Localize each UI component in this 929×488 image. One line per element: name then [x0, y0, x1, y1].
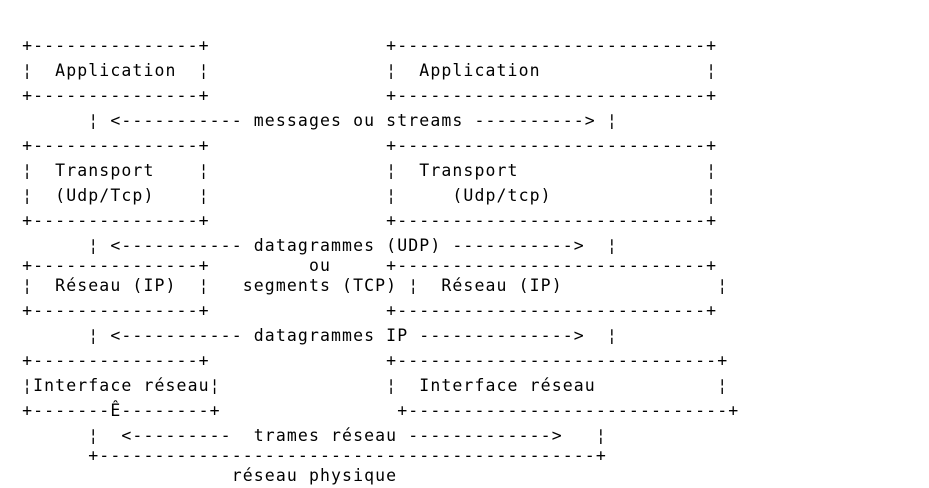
diagram-line-physical-network-border: +---------------------------------------…: [0, 445, 607, 465]
diagram-line-bottom-border-transport: +---------------+ +---------------------…: [0, 210, 718, 230]
diagram-line-bottom-border-application: +---------------+ +---------------------…: [0, 85, 718, 105]
diagram-line-flow-messages-ou-streams: ¦ <----------- messages ou streams -----…: [0, 110, 618, 130]
diagram-line-top-border-reseau: +---------------+ ou +------------------…: [0, 255, 718, 275]
diagram-line-top-border-application: +---------------+ +---------------------…: [0, 35, 718, 55]
diagram-line-transport-labels: ¦ Transport ¦ ¦ Transport ¦: [0, 160, 718, 180]
diagram-line-interface-labels: ¦Interface réseau¦ ¦ Interface réseau ¦: [0, 375, 729, 395]
diagram-line-bottom-border-interface: +-------Ê--------+ +--------------------…: [0, 400, 740, 420]
diagram-line-flow-datagrammes-ip: ¦ <----------- datagrammes IP ----------…: [0, 325, 618, 345]
diagram-line-top-border-transport: +---------------+ +---------------------…: [0, 135, 718, 155]
diagram-line-transport-sublabels: ¦ (Udp/Tcp) ¦ ¦ (Udp/tcp) ¦: [0, 185, 718, 205]
diagram-line-flow-datagrammes-udp: ¦ <----------- datagrammes (UDP) -------…: [0, 235, 618, 255]
diagram-line-top-border-interface: +---------------+ +---------------------…: [0, 350, 729, 370]
diagram-line-bottom-border-reseau: +---------------+ +---------------------…: [0, 300, 718, 320]
diagram-line-footer-reseau-physique: réseau physique: [0, 465, 398, 485]
diagram-line-reseau-labels: ¦ Réseau (IP) ¦ segments (TCP) ¦ Réseau …: [0, 275, 729, 295]
diagram-line-application-labels: ¦ Application ¦ ¦ Application ¦: [0, 60, 718, 80]
diagram-line-flow-trames-reseau: ¦ <--------- trames réseau -------------…: [0, 425, 607, 445]
